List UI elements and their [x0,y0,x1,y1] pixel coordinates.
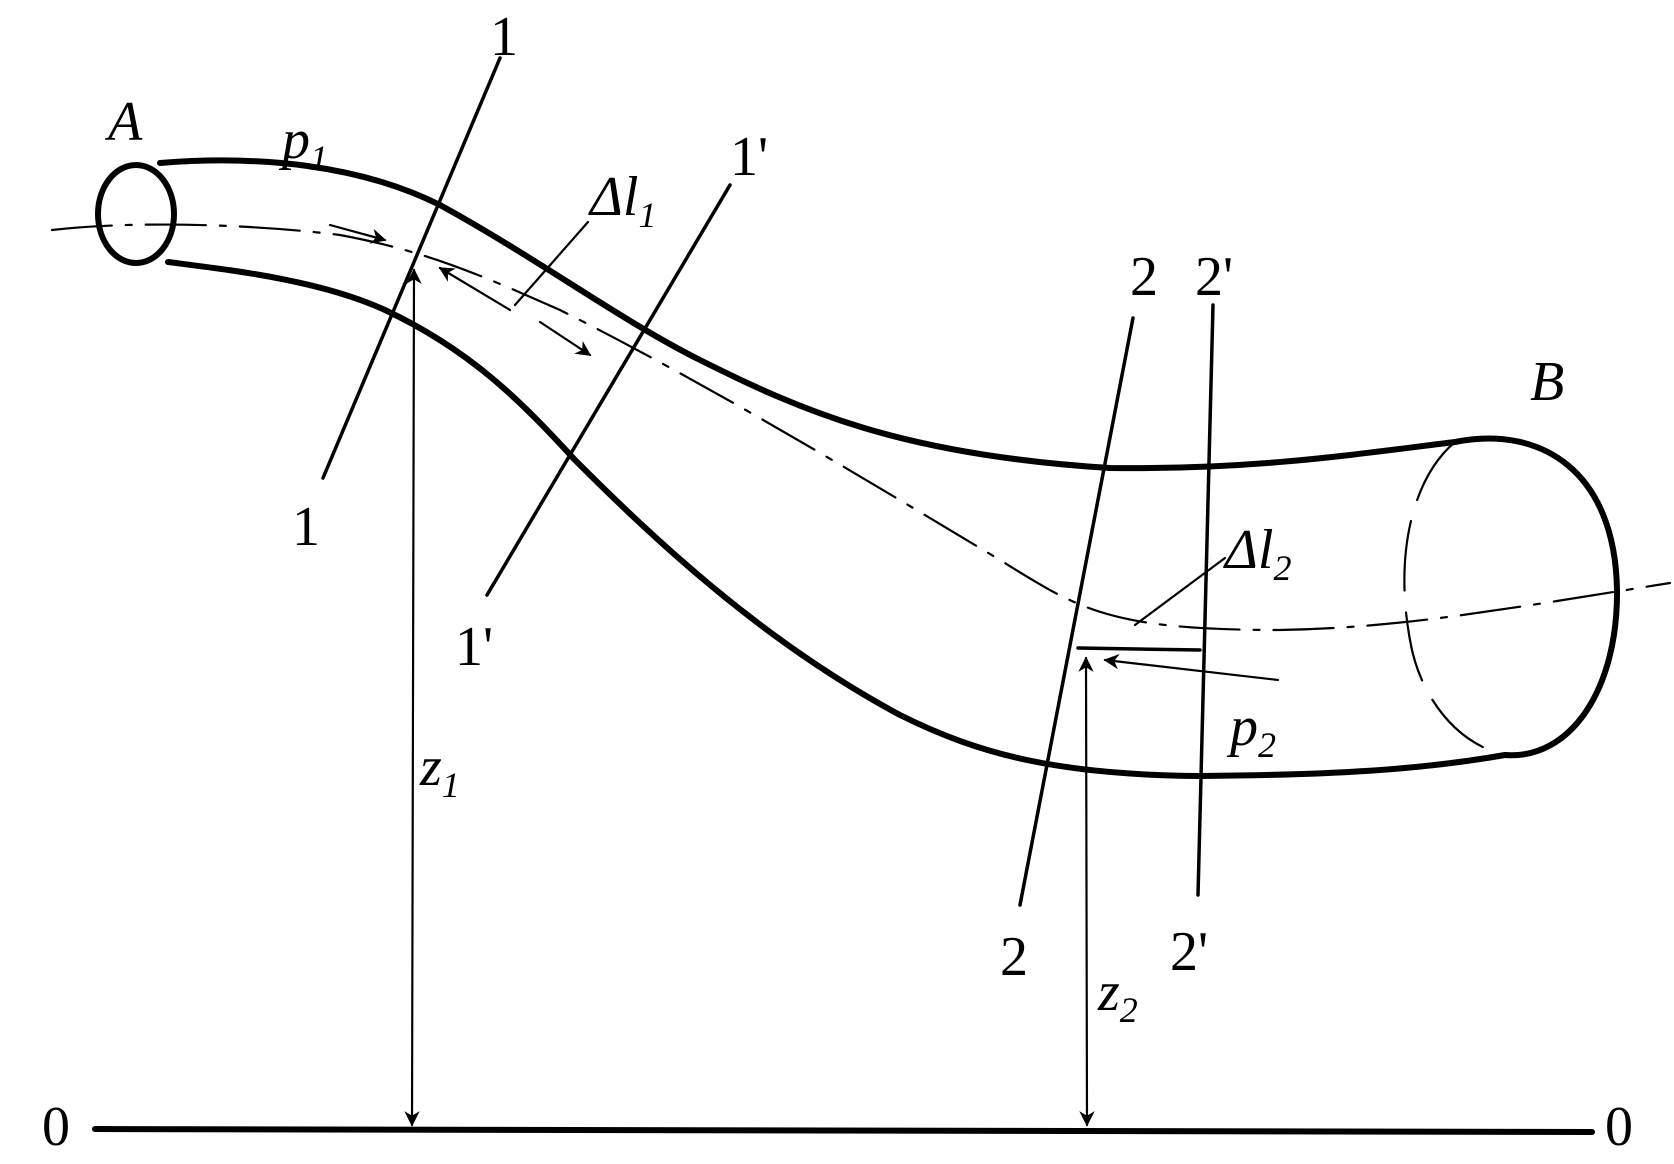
label-section-1-bottom: 1 [292,496,320,558]
tube-centerline [50,223,1672,632]
label-section-1-top: 1 [490,6,518,68]
z2-dimension [1078,656,1095,1127]
section-line-2-prime [1196,303,1215,897]
label-dl1: Δl1 [588,166,656,235]
label-section-1p-bottom: 1' [455,616,493,678]
label-p2: p2 [1226,696,1276,765]
label-section-1p-top: 1' [730,126,768,188]
section-line-2 [1018,316,1135,907]
dl2-leader [1133,556,1227,627]
dl1-leader [513,220,590,307]
section-b-front-arc [1452,435,1621,759]
z1-dimension [404,268,422,1127]
section-a-ellipse [95,162,177,266]
label-section-2-top: 2 [1130,246,1158,308]
label-section-2-bottom: 2 [1000,926,1028,988]
label-point-b: B [1530,351,1564,413]
label-point-a: A [104,91,143,153]
section-line-1 [321,56,502,480]
dl1-arrow-forward [538,320,592,357]
label-datum-right: 0 [1605,1096,1633,1158]
section-b-back-arc [1403,440,1507,757]
label-z2: z2 [1097,961,1138,1030]
dl1-arrow-back [438,266,512,312]
tube-lower-wall [165,259,1508,779]
dl2-element-bar [1076,646,1202,652]
datum-line [92,1126,1595,1135]
p2-arrow [1103,653,1280,682]
tube-upper-wall [157,157,1458,472]
label-section-2p-bottom: 2' [1170,921,1208,983]
label-z1: z1 [419,736,460,805]
label-datum-left: 0 [42,1096,70,1158]
p1-arrow [328,223,387,244]
label-dl2: Δl2 [1223,519,1291,588]
label-p1: p1 [278,109,328,178]
section-line-1-prime [485,183,732,597]
label-section-2p-top: 2' [1195,246,1233,308]
